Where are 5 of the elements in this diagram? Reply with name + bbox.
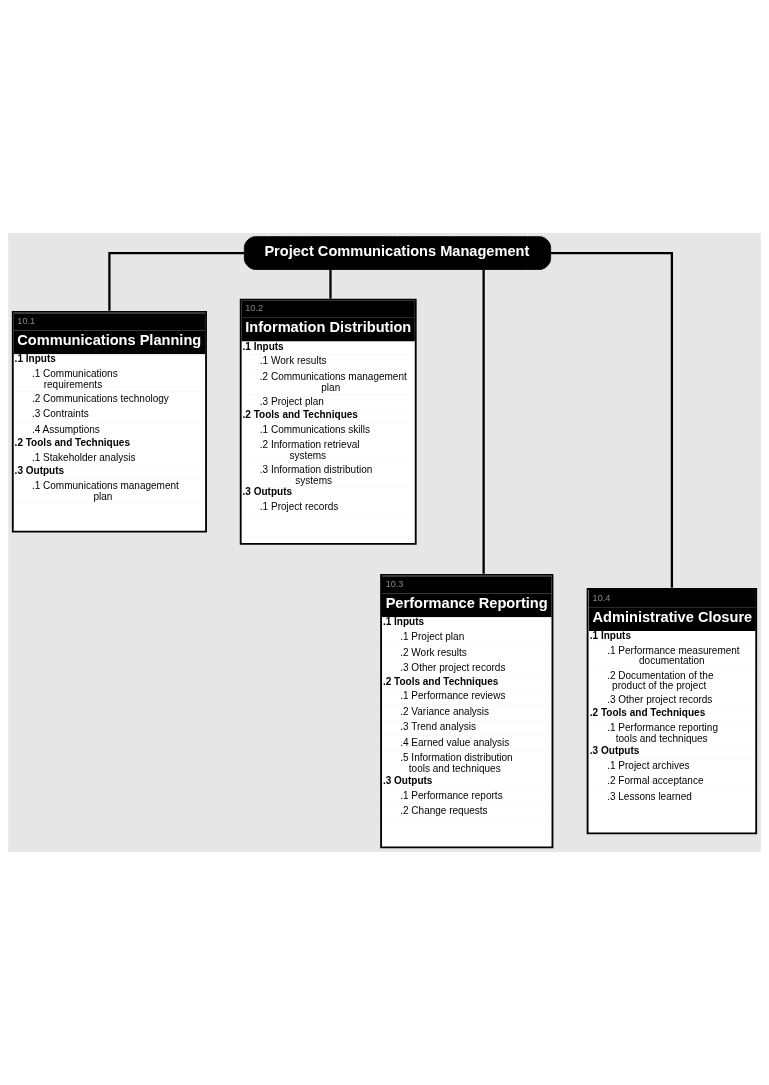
connector: [482, 269, 485, 574]
connector: [329, 269, 332, 299]
connector: [108, 251, 245, 311]
connector: [550, 251, 674, 588]
node-box: Project Communications Management: [243, 236, 552, 270]
